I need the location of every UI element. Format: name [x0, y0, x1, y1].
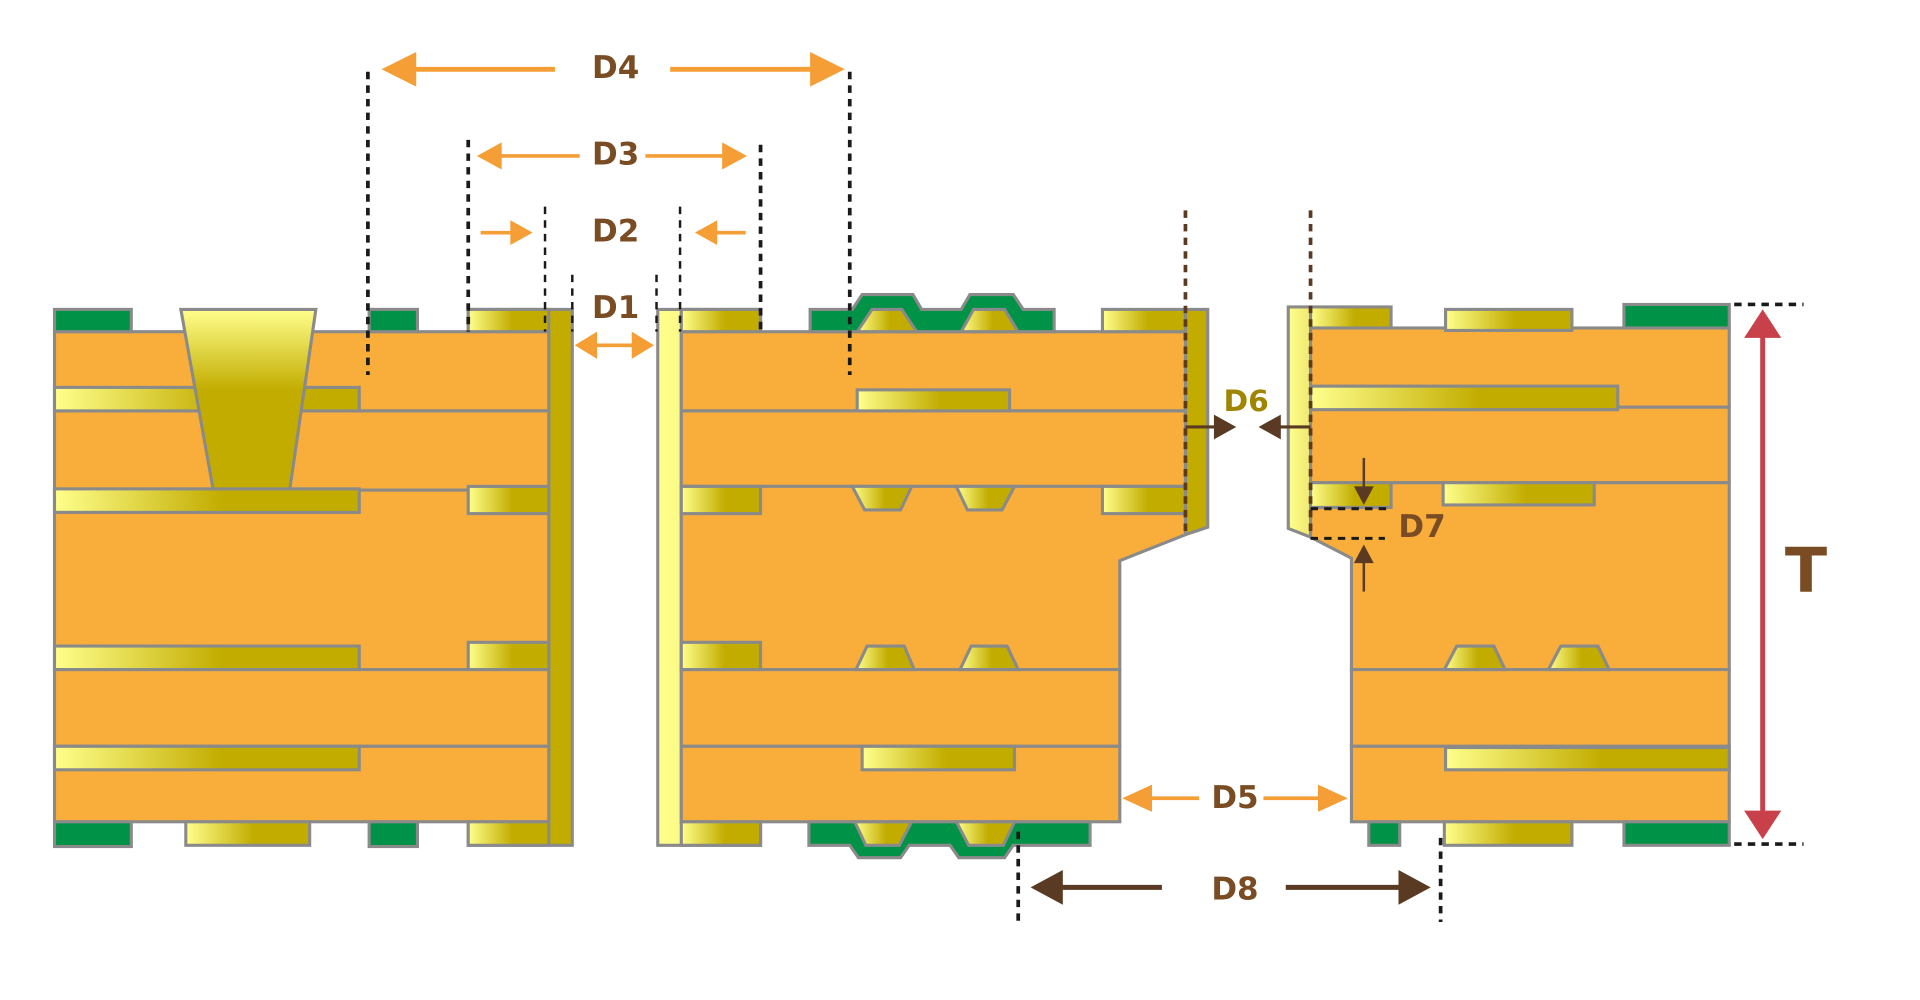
thickness-arrow	[1744, 309, 1782, 840]
d7-arrow	[1353, 457, 1374, 592]
castellation-pad	[1100, 307, 1187, 334]
label-d4: D4	[592, 50, 639, 86]
solder-mask	[1622, 302, 1731, 330]
plated-castellation-wall-right	[1286, 305, 1313, 540]
d8-arrow	[1030, 870, 1431, 905]
trapezoid-trace	[1441, 644, 1508, 672]
solder-mask	[367, 820, 419, 849]
solder-mask-over-traces	[808, 293, 1056, 334]
label-d3: D3	[592, 137, 639, 173]
right-board-block	[1286, 302, 1731, 847]
label-t: T	[1785, 535, 1827, 607]
inner-copper-trace	[1441, 481, 1596, 507]
d6-arrow	[1185, 414, 1311, 440]
label-d1: D1	[592, 290, 639, 326]
core-layer	[52, 409, 551, 492]
d4-arrow	[381, 51, 845, 87]
annular-ring-pad	[466, 820, 551, 847]
surface-trace	[854, 307, 920, 334]
dimension-arrows	[381, 51, 1782, 905]
inner-copper-trace	[52, 487, 361, 514]
trapezoid-trace	[1545, 644, 1612, 672]
surface-copper-pad	[184, 820, 312, 847]
castellation-pad	[1100, 484, 1187, 516]
inner-copper-trace	[52, 744, 361, 772]
surface-copper-pad	[1444, 307, 1574, 332]
trapezoid-trace	[957, 644, 1021, 672]
core-layer	[52, 668, 551, 748]
annular-ring-pad	[679, 640, 763, 672]
label-d2: D2	[592, 213, 639, 249]
dimension-labels: D4 D3 D2 D1 D6 D7 D5 D8 T	[592, 50, 1827, 908]
label-d7: D7	[1398, 509, 1445, 545]
d2-arrow	[480, 220, 746, 246]
inner-copper-trace	[1444, 745, 1731, 772]
label-d8: D8	[1211, 872, 1258, 908]
solder-mask	[367, 307, 419, 334]
solder-mask	[52, 307, 133, 334]
d1-arrow	[574, 331, 655, 359]
d3-arrow	[476, 142, 747, 170]
inner-copper-trace	[855, 388, 1012, 413]
inner-copper-trace	[1309, 384, 1620, 412]
surface-trace	[958, 307, 1021, 334]
surface-copper-pad	[1442, 820, 1574, 847]
trapezoid-trace	[853, 644, 917, 672]
core-layer	[679, 668, 1122, 748]
solder-mask	[1367, 820, 1402, 847]
d5-arrow	[1122, 784, 1348, 812]
core-layer	[1309, 405, 1731, 485]
core-layer-notched	[1309, 481, 1731, 672]
annular-ring-pad	[466, 307, 551, 334]
inner-copper-trace	[52, 644, 361, 672]
label-d5: D5	[1211, 780, 1258, 816]
label-d6: D6	[1223, 384, 1268, 419]
solder-mask	[1622, 820, 1731, 847]
annular-ring-pad	[679, 307, 763, 334]
middle-board-block	[656, 293, 1210, 860]
surface-trace	[852, 820, 915, 847]
solder-mask-over-traces	[807, 820, 1092, 860]
core-layer	[679, 409, 1187, 488]
inner-copper-trace	[860, 744, 1017, 772]
annular-ring-pad	[679, 484, 763, 516]
castellation-pad	[1309, 305, 1393, 330]
annular-ring-pad	[466, 640, 551, 672]
blind-microvia	[179, 307, 318, 491]
trapezoid-trace	[953, 484, 1018, 512]
castellation-pad	[1309, 481, 1393, 509]
annular-ring-pad	[679, 820, 763, 847]
solder-mask	[52, 820, 133, 849]
trapezoid-trace	[849, 484, 915, 512]
surface-trace	[953, 820, 1017, 847]
core-layer	[1349, 668, 1731, 748]
plated-castellation-wall	[1183, 307, 1210, 537]
left-board-block	[52, 307, 574, 849]
annular-ring-pad	[466, 484, 551, 516]
